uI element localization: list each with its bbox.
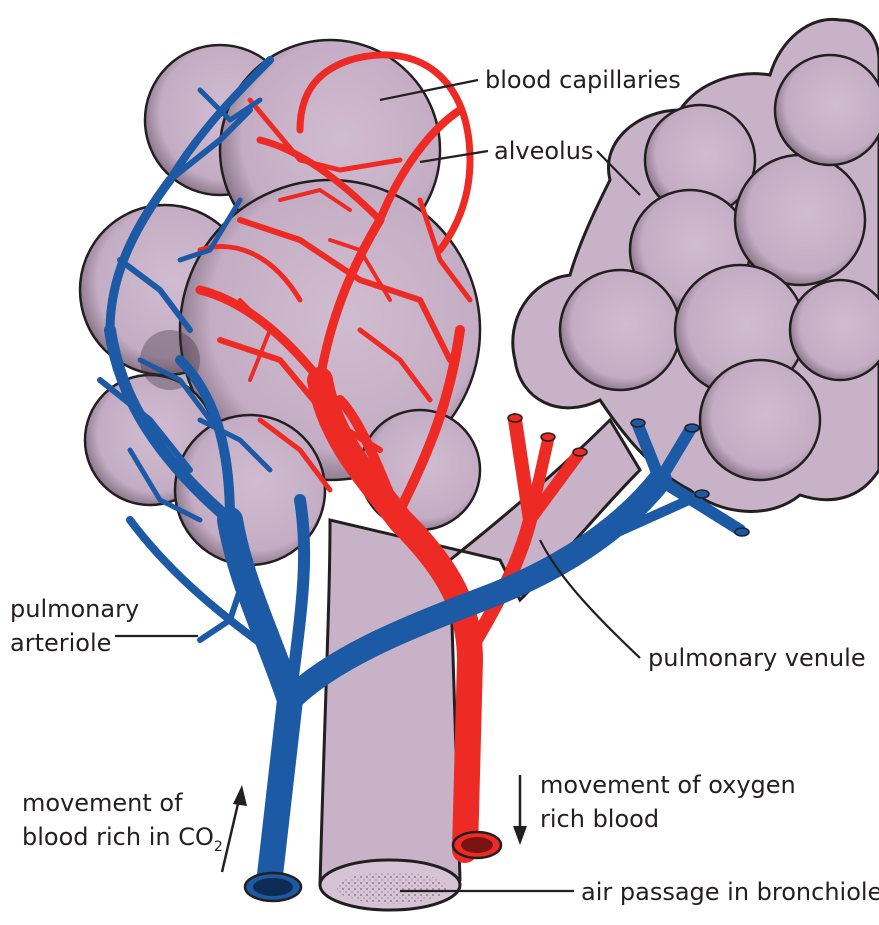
label-air-passage-in-bronchiole: air passage in bronchiole	[581, 876, 879, 908]
label-co2-subscript: 2	[214, 839, 223, 855]
up-arrow-icon	[222, 785, 247, 872]
label-movement-oxygen-line2: rich blood	[540, 802, 796, 836]
down-arrow-icon	[513, 775, 527, 845]
alveolus-sac	[560, 270, 680, 390]
label-movement-oxygen-line1: movement of oxygen	[540, 768, 796, 802]
label-movement-oxygen-rich-blood: movement of oxygen rich blood	[540, 768, 796, 836]
label-pulmonary-arteriole-line1: pulmonary	[10, 592, 139, 626]
label-movement-co2-line1: movement of	[22, 786, 223, 820]
alveolus-sac	[790, 280, 879, 380]
label-movement-co2-line2: blood rich in CO2	[22, 820, 223, 864]
alveolus-sac	[775, 55, 879, 165]
label-blood-capillaries: blood capillaries	[485, 64, 681, 96]
alveolus-sac	[700, 360, 820, 480]
label-movement-blood-rich-co2: movement of blood rich in CO2	[22, 786, 223, 864]
label-pulmonary-venule: pulmonary venule	[648, 642, 866, 674]
label-pulmonary-arteriole-line2: arteriole	[10, 626, 139, 660]
label-alveolus: alveolus	[494, 135, 593, 167]
label-pulmonary-arteriole: pulmonary arteriole	[10, 592, 139, 660]
label-co2-prefix: blood rich in CO	[22, 823, 214, 851]
